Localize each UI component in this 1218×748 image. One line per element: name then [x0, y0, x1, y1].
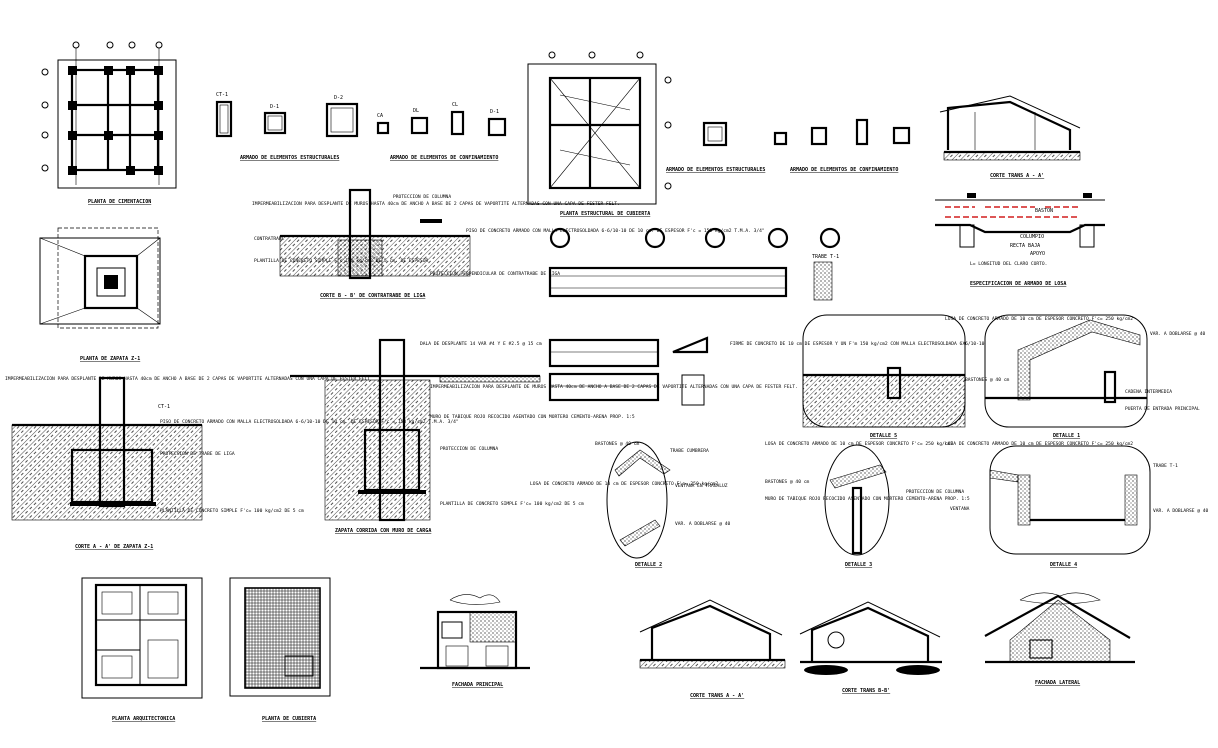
svg-text:TRABE CUMBRERA: TRABE CUMBRERA: [670, 448, 709, 454]
title-especificacion-losa: ESPECIFICACION DE ARMADO DE LOSA: [970, 281, 1066, 287]
title-fachada-principal: FACHADA PRINCIPAL: [452, 682, 503, 688]
svg-text:RECTA BAJA: RECTA BAJA: [1010, 243, 1040, 249]
svg-text:VAR. A DOBLARSE @ 40: VAR. A DOBLARSE @ 40: [1150, 331, 1206, 337]
svg-text:MURO DE TABIQUE ROJO RECOCIDO: MURO DE TABIQUE ROJO RECOCIDO ASENTADO C…: [765, 496, 970, 502]
structural-elements-left: CT-1 D-1 D-2 CA DL CL D-1 ARMADO DE ELEM…: [215, 92, 507, 161]
svg-text:LOSA DE CONCRETO ARMADO DE 10: LOSA DE CONCRETO ARMADO DE 10 cm DE ESPE…: [945, 316, 1133, 322]
svg-text:PROTECCION DE COLUMNA: PROTECCION DE COLUMNA: [906, 489, 964, 495]
svg-text:LOSA DE CONCRETO ARMADO DE 10: LOSA DE CONCRETO ARMADO DE 10 cm DE ESPE…: [530, 481, 718, 487]
svg-text:BASTONES @ 40 cm: BASTONES @ 40 cm: [595, 441, 639, 447]
svg-text:TRABE T-1: TRABE T-1: [1153, 463, 1178, 469]
svg-text:PLANTILLA DE CONCRETO SIMPLE F: PLANTILLA DE CONCRETO SIMPLE F'c= 100 kg…: [440, 501, 584, 507]
detail-1: LOSA DE CONCRETO ARMADO DE 10 cm DE ESPE…: [945, 314, 1206, 439]
title-detalle-2: DETALLE 2: [635, 562, 662, 568]
beam-elevations: TRABE T-1: [548, 227, 841, 406]
title-planta-arquitectonica: PLANTA ARQUITECTONICA: [112, 716, 175, 722]
title-planta-estructural-cubierta: PLANTA ESTRUCTURAL DE CUBIERTA: [560, 211, 650, 217]
svg-text:VAR. A DOBLARSE @ 40: VAR. A DOBLARSE @ 40: [675, 521, 731, 527]
detail-4: LOSA DE CONCRETO ARMADO DE 10 cm DE ESPE…: [945, 441, 1209, 568]
roof-structural-plan: PLANTA ESTRUCTURAL DE CUBIERTA: [527, 51, 672, 217]
title-planta-zapata: PLANTA DE ZAPATA Z-1: [80, 356, 140, 362]
title-corte-zapata: CORTE A - A' DE ZAPATA Z-1: [75, 544, 153, 550]
svg-text:BASTON: BASTON: [1035, 208, 1053, 214]
svg-text:CA: CA: [377, 113, 383, 119]
svg-text:PROTECCION DE COLUMNA: PROTECCION DE COLUMNA: [440, 446, 498, 452]
svg-text:PUERTA DE ENTRADA PRINCIPAL: PUERTA DE ENTRADA PRINCIPAL: [1125, 406, 1200, 412]
title-detalle-5: DETALLE 5: [870, 433, 897, 439]
svg-text:D-1: D-1: [490, 109, 499, 115]
svg-text:APOYO: APOYO: [1030, 251, 1045, 257]
title-fachada-lateral: FACHADA LATERAL: [1035, 680, 1080, 686]
section-a-top: CORTE TRANS A - A': [939, 95, 1081, 179]
roof-plan: PLANTA DE CUBIERTA: [229, 577, 331, 722]
svg-text:DALA DE DESPLANTE 14 VAR #4 Y: DALA DE DESPLANTE 14 VAR #4 Y E #2.5 @ 1…: [420, 341, 542, 347]
svg-text:PISO DE CONCRETO ARMADO CON MA: PISO DE CONCRETO ARMADO CON MALLA ELECTR…: [466, 228, 765, 234]
svg-text:TRABE T-1: TRABE T-1: [812, 254, 839, 260]
title-corte-contratrabe: CORTE B - B' DE CONTRATRABE DE LIGA: [320, 293, 425, 299]
tie-beam-section: IMPERMEABILIZACION PARA DESPLANTE DE MUR…: [252, 188, 765, 299]
svg-text:BASTONES @ 40 cm: BASTONES @ 40 cm: [965, 377, 1009, 383]
detail-2: BASTONES @ 40 cm TRABE CUMBRERA VENTANA …: [530, 441, 731, 568]
svg-text:PROTECCION DE COLUMNA: PROTECCION DE COLUMNA: [393, 194, 451, 200]
svg-text:IMPERMEABILIZACION PARA DESPLA: IMPERMEABILIZACION PARA DESPLANTE DE MUR…: [5, 376, 370, 382]
svg-text:PROTECCION PERPENDICULAR DE CO: PROTECCION PERPENDICULAR DE CONTRATRABE …: [430, 271, 560, 277]
svg-text:FIRME DE CONCRETO DE 10 cm DE: FIRME DE CONCRETO DE 10 cm DE ESPESOR Y …: [730, 341, 985, 347]
svg-text:LOSA DE CONCRETO ARMADO DE 10: LOSA DE CONCRETO ARMADO DE 10 cm DE ESPE…: [765, 441, 953, 447]
title-armado-confinamiento: ARMADO DE ELEMENTOS DE CONFINAMIENTO: [390, 155, 498, 161]
svg-text:D-2: D-2: [334, 95, 343, 101]
structural-elements-right: ARMADO DE ELEMENTOS ESTRUCTURALES ARMADO…: [666, 118, 911, 173]
svg-text:D-1: D-1: [270, 104, 279, 110]
svg-text:PLANTILLA DE CONCRETO SIMPLE F: PLANTILLA DE CONCRETO SIMPLE F'c 100 kg/…: [254, 258, 428, 264]
title-armado-estructurales: ARMADO DE ELEMENTOS ESTRUCTURALES: [240, 155, 339, 161]
svg-text:PISO DE CONCRETO ARMADO CON MA: PISO DE CONCRETO ARMADO CON MALLA ELECTR…: [160, 419, 459, 425]
svg-text:LOSA DE CONCRETO ARMADO DE 10: LOSA DE CONCRETO ARMADO DE 10 cm DE ESPE…: [945, 441, 1133, 447]
svg-text:PLANTILLA DE CONCRETO SIMPLE F: PLANTILLA DE CONCRETO SIMPLE F'c= 100 kg…: [160, 508, 304, 514]
strip-footing: DALA DE DESPLANTE 14 VAR #4 Y E #2.5 @ 1…: [290, 338, 798, 534]
slab-spec: BASTON COLUMPIO RECTA BAJA APOYO L= LONG…: [935, 193, 1105, 287]
title-planta-cimentacion: PLANTA DE CIMENTACION: [88, 199, 151, 205]
svg-text:BASTONES @ 40 cm: BASTONES @ 40 cm: [765, 479, 809, 485]
section-b: CORTE TRANS B-B': [799, 601, 942, 694]
side-facade: FACHADA LATERAL: [984, 592, 1135, 686]
svg-text:VAR. A DOBLARSE @ 40: VAR. A DOBLARSE @ 40: [1153, 508, 1209, 514]
footing-plan: PLANTA DE ZAPATA Z-1: [39, 227, 161, 362]
svg-text:VENTANA: VENTANA: [950, 506, 970, 512]
svg-text:MURO DE TABIQUE ROJO RECOCIDO: MURO DE TABIQUE ROJO RECOCIDO ASENTADO C…: [430, 414, 635, 420]
title-detalle-1: DETALLE 1: [1053, 433, 1080, 439]
svg-text:CADENA INTERMEDIA: CADENA INTERMEDIA: [1125, 389, 1172, 395]
svg-text:IMPERMEABILIZACION PARA DESPLA: IMPERMEABILIZACION PARA DESPLANTE DE MUR…: [252, 201, 620, 207]
svg-text:CT-1: CT-1: [216, 92, 228, 98]
svg-text:IMPERMEABILIZACION PARA DESPLA: IMPERMEABILIZACION PARA DESPLANTE DE MUR…: [430, 384, 798, 390]
section-a-bottom: CORTE TRANS A - A': [639, 599, 786, 699]
svg-text:VENTANA EN TRAGALUZ: VENTANA EN TRAGALUZ: [675, 483, 728, 489]
title-corte-trans-a-bottom: CORTE TRANS A - A': [690, 693, 744, 699]
svg-text:CONTRATRABE: CONTRATRABE: [254, 236, 285, 242]
title-corte-trans-a: CORTE TRANS A - A': [990, 173, 1044, 179]
svg-text:CL: CL: [452, 102, 458, 108]
foundation-plan: PLANTA DE CIMENTACION: [41, 41, 177, 205]
detail-3: LOSA DE CONCRETO ARMADO DE 10 cm DE ESPE…: [765, 441, 970, 568]
title-planta-cubierta: PLANTA DE CUBIERTA: [262, 716, 316, 722]
svg-text:DL: DL: [413, 108, 419, 114]
svg-text:PROTECCION DE TRABE DE LIGA: PROTECCION DE TRABE DE LIGA: [160, 451, 235, 457]
title-zapata-corrida: ZAPATA CORRIDA CON MURO DE CARGA: [335, 528, 431, 534]
title-armado-confinamiento-2: ARMADO DE ELEMENTOS DE CONFINAMIENTO: [790, 167, 898, 173]
title-armado-estructurales-2: ARMADO DE ELEMENTOS ESTRUCTURALES: [666, 167, 765, 173]
architectural-plan: PLANTA ARQUITECTONICA: [81, 577, 203, 722]
svg-text:L= LONGITUD DEL CLARO CORTO.: L= LONGITUD DEL CLARO CORTO.: [970, 261, 1047, 267]
svg-text:CT-1: CT-1: [158, 404, 170, 410]
title-detalle-3: DETALLE 3: [845, 562, 872, 568]
title-detalle-4: DETALLE 4: [1050, 562, 1077, 568]
title-corte-trans-b: CORTE TRANS B-B': [842, 688, 890, 694]
svg-text:COLUMPIO: COLUMPIO: [1020, 234, 1044, 240]
main-facade: FACHADA PRINCIPAL: [420, 594, 530, 688]
detail-5: FIRME DE CONCRETO DE 10 cm DE ESPESOR Y …: [730, 314, 985, 439]
footing-section: IMPERMEABILIZACION PARA DESPLANTE DE MUR…: [5, 376, 459, 550]
